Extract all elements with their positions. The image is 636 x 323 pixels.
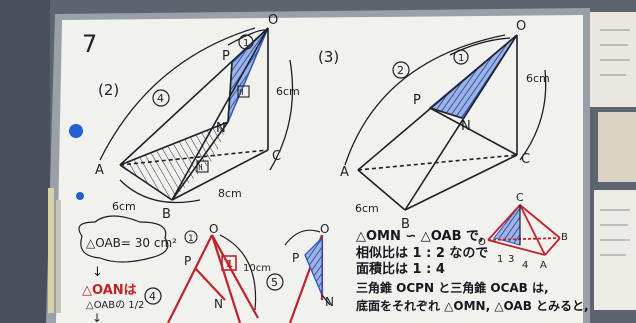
triangle-oan-red: △OANは bbox=[82, 283, 137, 298]
left-boxed-number-lower: II bbox=[198, 163, 203, 172]
arrow-down-2: ↓ bbox=[92, 311, 102, 323]
note-line-4: 三角錐 OCPN と三角錐 OCAB は, bbox=[356, 280, 549, 295]
small-pyramid-figure: C O B A 1 3 4 bbox=[478, 191, 568, 271]
bottom-boxed-number: 1 bbox=[226, 259, 233, 270]
right-circle-2 bbox=[392, 61, 410, 79]
right-edge-label-oc: 6cm bbox=[526, 72, 550, 85]
left-vertex-n: N bbox=[216, 121, 226, 136]
bottom-left-circle-4 bbox=[144, 287, 162, 305]
bottom-vertex-n-1: N bbox=[214, 297, 223, 311]
right-part-label: (3) bbox=[318, 48, 339, 66]
area-cloud-outline bbox=[78, 215, 169, 263]
bottom-circle-5 bbox=[266, 273, 284, 291]
bottom-vertex-p-1: P bbox=[184, 254, 191, 268]
arrow-down-1: ↓ bbox=[92, 265, 103, 280]
problem-number: 7 bbox=[82, 30, 97, 58]
right-circled-number-1: 1 bbox=[458, 53, 464, 64]
wall-poster-bottom bbox=[594, 190, 636, 310]
bottom-length-label: 10cm bbox=[243, 263, 271, 274]
note-line-5: 底面をそれぞれ △OMN, △OAB とみると, bbox=[356, 298, 589, 313]
bottom-vertex-p-2: P bbox=[292, 251, 299, 265]
left-box-upper bbox=[237, 85, 250, 98]
left-vertex-a: A bbox=[95, 163, 104, 178]
right-circled-number-2: 2 bbox=[397, 64, 404, 77]
japanese-explanation: △OMN ∽ △OAB で, 相似比は 1 : 2 なので 面積比は 1 : 4… bbox=[356, 229, 589, 313]
right-vertex-c: C bbox=[521, 152, 530, 167]
bottom-circled-number-5: 5 bbox=[271, 276, 278, 289]
left-figure: (2) O P N A B C bbox=[95, 13, 300, 222]
left-vertex-o: O bbox=[268, 13, 278, 28]
right-vertex-o: O bbox=[516, 19, 526, 34]
left-boxed-number-upper: II bbox=[239, 88, 244, 97]
left-vertex-p: P bbox=[222, 49, 230, 64]
bottom-red-box bbox=[221, 255, 237, 271]
small-vertex-c: C bbox=[516, 191, 524, 204]
left-part-label: (2) bbox=[98, 81, 119, 99]
right-edge-label-ab: 6cm bbox=[355, 202, 379, 215]
area-text: △OAB= 30 cm² bbox=[86, 236, 177, 250]
bottom-blue-triangle bbox=[304, 236, 323, 296]
left-circle-4 bbox=[152, 89, 170, 107]
note-line-3: 面積比は 1 : 4 bbox=[356, 261, 445, 277]
note-line-2: 相似比は 1 : 2 なので bbox=[356, 245, 488, 261]
bottom-vertex-o-1: O bbox=[209, 222, 218, 236]
left-edge-label-oc: 6cm bbox=[276, 85, 300, 98]
right-vertex-b: B bbox=[401, 217, 410, 232]
left-box-lower bbox=[196, 160, 209, 173]
right-vertex-n: N bbox=[461, 119, 471, 134]
bottom-arc-2 bbox=[284, 229, 321, 246]
fraction-text: △OABの 1/2 bbox=[86, 300, 144, 311]
bottom-arc-1 bbox=[219, 234, 257, 311]
marker-left-2 bbox=[56, 200, 61, 313]
left-hatched-face-lower bbox=[120, 158, 215, 200]
magnet-blue-small bbox=[76, 192, 84, 200]
left-circled-number-1: 1 bbox=[243, 38, 249, 49]
bottom-vertex-n-2: N bbox=[325, 295, 334, 309]
bottom-circle-1 bbox=[184, 230, 198, 244]
small-vertex-a: A bbox=[540, 260, 547, 271]
right-circle-1 bbox=[453, 49, 469, 65]
bottom-left-circled-number-4: 4 bbox=[149, 290, 156, 303]
wall-left-shadow bbox=[0, 0, 50, 323]
right-vertex-a: A bbox=[340, 165, 349, 180]
right-figure: (3) O P N A B C 6cm 6cm 1 2 bbox=[318, 19, 550, 232]
marker-left-1 bbox=[48, 188, 54, 313]
bottom-circled-number-1: 1 bbox=[188, 234, 194, 244]
left-edge-label-bc: 8cm bbox=[218, 187, 242, 200]
bottom-left-notes: △OAB= 30 cm² ↓ △OANは △OABの 1/2 ↓ 4 bbox=[78, 215, 177, 323]
left-circle-1 bbox=[238, 34, 254, 50]
left-circled-number-4: 4 bbox=[157, 92, 164, 105]
small-ratio-3: 3 bbox=[508, 254, 514, 265]
magnet-blue-large bbox=[69, 124, 83, 138]
right-vertex-p: P bbox=[413, 93, 421, 108]
small-vertex-o: O bbox=[478, 237, 486, 248]
note-line-1: △OMN ∽ △OAB で, bbox=[356, 229, 484, 244]
small-ratio-1: 1 bbox=[497, 254, 503, 265]
wall-poster-middle bbox=[598, 112, 636, 182]
bottom-vertex-o-2: O bbox=[320, 222, 329, 236]
left-vertex-b: B bbox=[162, 207, 171, 222]
left-vertex-c: C bbox=[272, 149, 281, 164]
small-vertex-b: B bbox=[561, 232, 568, 243]
small-ratio-4: 4 bbox=[522, 260, 528, 271]
bottom-middle-sketches: 1 O P N 1 10cm 5 O P N bbox=[167, 222, 334, 323]
left-edge-label-ab: 6cm bbox=[112, 200, 136, 213]
